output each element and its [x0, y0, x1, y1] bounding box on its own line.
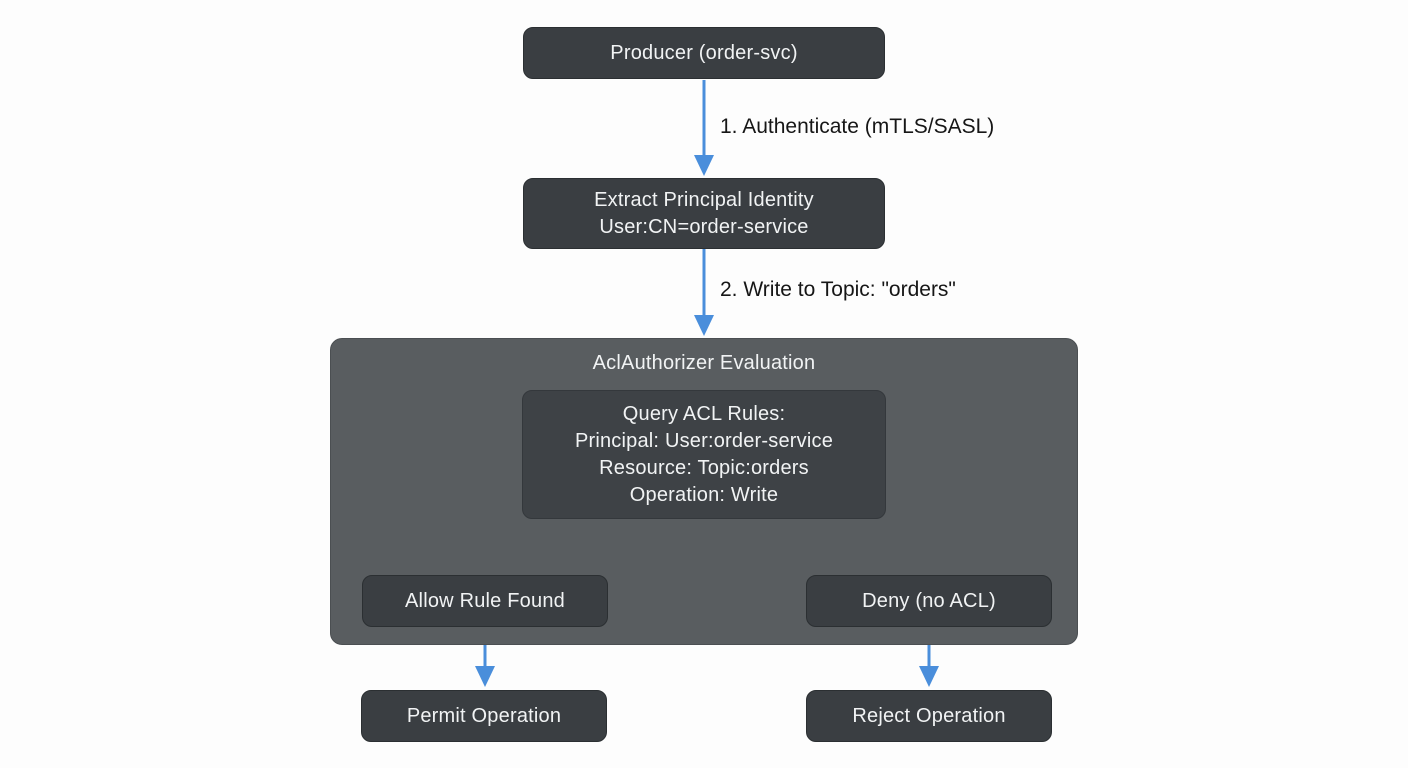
permit-label: Permit Operation — [406, 704, 562, 727]
node-permit-operation: Permit Operation — [361, 690, 607, 742]
edge-label-write-topic: 2. Write to Topic: "orders" — [720, 278, 956, 301]
extract-line-1: Extract Principal Identity — [594, 188, 814, 211]
allow-label: Allow Rule Found — [405, 589, 565, 612]
query-line-2: Principal: User:order-service — [574, 429, 834, 452]
arrowhead-evaluation — [694, 315, 714, 336]
deny-label: Deny (no ACL) — [862, 589, 996, 612]
extract-line-2: User:CN=order-service — [599, 215, 809, 238]
query-line-3: Resource: Topic:orders — [599, 456, 809, 479]
arrowhead-reject — [919, 666, 939, 687]
reject-label: Reject Operation — [852, 704, 1006, 727]
arrowhead-extract — [694, 155, 714, 176]
node-query-acl-rules: Query ACL Rules: Principal: User:order-s… — [522, 390, 886, 519]
query-line-4: Operation: Write — [629, 483, 779, 506]
node-producer: Producer (order-svc) — [523, 27, 885, 79]
evaluation-title: AclAuthorizer Evaluation — [592, 352, 816, 374]
node-reject-operation: Reject Operation — [806, 690, 1052, 742]
edge-label-authenticate: 1. Authenticate (mTLS/SASL) — [720, 115, 995, 138]
query-line-1: Query ACL Rules: — [622, 402, 786, 425]
arrowhead-permit — [475, 666, 495, 687]
node-producer-label: Producer (order-svc) — [610, 41, 798, 64]
node-allow-rule-found: Allow Rule Found — [362, 575, 608, 627]
node-deny-no-acl: Deny (no ACL) — [806, 575, 1052, 627]
node-extract-principal: Extract Principal Identity User:CN=order… — [523, 178, 885, 249]
